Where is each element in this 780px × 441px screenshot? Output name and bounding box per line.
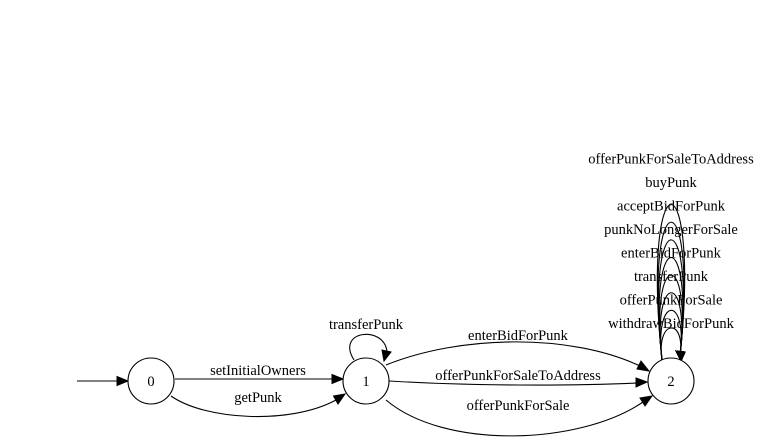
loop-2-label: transferPunk — [634, 269, 709, 285]
loop-2-label: withdrawBidForPunk — [608, 316, 734, 332]
state-0: 0 — [127, 357, 175, 405]
edge-setInitialOwners: setInitialOwners — [175, 363, 345, 385]
loop-2-label: offerPunkForSaleToAddress — [588, 152, 754, 168]
loop-2-label: offerPunkForSale — [620, 293, 723, 309]
edge-label-offerPunkForSaleToAddress: offerPunkForSaleToAddress — [435, 368, 601, 384]
edge-label-setInitialOwners: setInitialOwners — [210, 363, 306, 379]
edge-offerPunkForSaleToAddress: offerPunkForSaleToAddress — [388, 368, 649, 388]
state-1: 1 — [342, 357, 390, 405]
edge-label-offerPunkForSale: offerPunkForSale — [467, 398, 570, 414]
loop-2-label: buyPunk — [645, 175, 697, 191]
edge-label-getPunk: getPunk — [234, 390, 282, 406]
edge-offerPunkForSale: offerPunkForSale — [385, 395, 654, 437]
loop-2-label: acceptBidForPunk — [617, 199, 726, 215]
loop-2-punk-no-longer-for-sale: punkNoLongerForSale — [604, 222, 738, 363]
loop-2-withdraw-bid-for-punk: withdrawBidForPunk — [608, 316, 735, 363]
state-2-label: 2 — [667, 374, 674, 390]
edge-transferPunk-self: transferPunk — [329, 317, 404, 363]
edge-label-enterBidForPunk: enterBidForPunk — [468, 328, 569, 344]
state-0-label: 0 — [147, 374, 154, 390]
loop-2-label: enterBidForPunk — [621, 246, 722, 262]
state-2: 2 — [647, 357, 695, 405]
loop-2-label: punkNoLongerForSale — [604, 222, 738, 238]
edge-enterBidForPunk: enterBidForPunk — [385, 328, 651, 372]
state-1-label: 1 — [362, 374, 369, 390]
loop-2-transfer-punk: transferPunk — [634, 269, 709, 363]
initial-transition — [77, 375, 130, 387]
state-2-self-loops: offerPunkForSaleToAddress buyPunk acceptBi… — [588, 152, 754, 363]
edge-label-transferPunk-self: transferPunk — [329, 317, 404, 333]
edge-getPunk: getPunk — [170, 390, 347, 418]
